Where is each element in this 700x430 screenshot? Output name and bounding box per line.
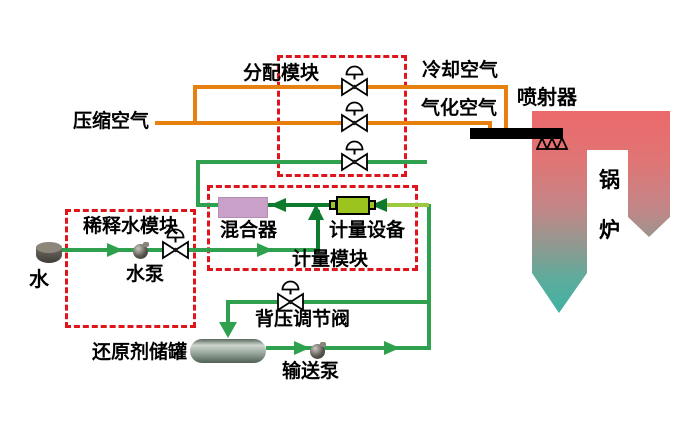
boiler-label-top: 锅	[599, 168, 620, 192]
atomizing-air-pipe	[198, 160, 427, 164]
distribution-module-label: 分配模块	[243, 62, 320, 84]
flow-arrow	[219, 322, 237, 338]
gasification-air-pipe-drop	[488, 121, 492, 133]
flow-arrow	[107, 243, 123, 257]
metering-device-label: 计量设备	[329, 219, 406, 241]
compressed-air-label: 压缩空气	[73, 110, 150, 132]
flow-arrow	[257, 243, 273, 257]
back-pressure-return-pipe	[226, 300, 431, 304]
mixer-outlet-riser	[196, 160, 200, 206]
dilution-water-valve-icon	[162, 228, 189, 260]
air-branch-riser	[193, 85, 197, 125]
water-label: 水	[29, 267, 49, 291]
distribution-module-box	[277, 55, 407, 177]
riser-to-metering-pipe	[380, 203, 429, 207]
gasification-air-valve-icon	[341, 101, 368, 133]
metering-device-block	[336, 196, 370, 215]
flow-arrow	[270, 198, 286, 212]
injector-label: 喷射器	[517, 85, 577, 109]
metering-module-box	[207, 185, 418, 271]
transfer-pump-label: 输送泵	[282, 360, 340, 382]
boiler-label-bottom: 炉	[599, 218, 620, 242]
return-pipe-drop	[226, 300, 230, 324]
flow-arrow	[308, 204, 324, 220]
tank-outlet-pipe	[266, 346, 431, 350]
water-source-top-icon	[36, 242, 62, 253]
mixer-outlet-stub	[196, 203, 220, 207]
metering-to-mixer-pipe	[268, 203, 336, 207]
back-pressure-valve-icon	[277, 280, 304, 312]
mixer-block	[218, 197, 268, 218]
reductant-tank-shape	[190, 339, 266, 363]
flow-arrow	[294, 341, 310, 355]
dilution-water-module-box	[65, 209, 196, 328]
metering-module-label: 计量模块	[292, 248, 369, 270]
compressed-air-pipe-main	[155, 121, 492, 125]
water-pump-label: 水泵	[126, 263, 165, 285]
dilution-water-module-label: 稀释水模块	[83, 215, 179, 237]
flow-arrow	[384, 341, 400, 355]
cooling-air-pipe-drop	[504, 85, 508, 130]
water-pump-icon	[133, 244, 148, 259]
reductant-tank-label: 还原剂储罐	[92, 341, 188, 363]
gasification-air-label: 气化空气	[421, 97, 498, 119]
reductant-riser-pipe	[427, 204, 431, 350]
transfer-pump-icon	[310, 344, 325, 359]
water-pump-nub	[143, 242, 149, 247]
injector-nozzles-icon	[536, 136, 569, 150]
transfer-pump-nub	[320, 342, 326, 347]
back-pressure-valve-label: 背压调节阀	[255, 308, 351, 330]
water-join-riser	[316, 210, 320, 252]
mixer-label: 混合器	[220, 219, 278, 241]
injector-lance	[470, 128, 563, 139]
cooling-air-label: 冷却空气	[422, 59, 499, 81]
atomizing-air-valve-icon	[341, 140, 368, 172]
cooling-air-valve-icon	[341, 65, 368, 97]
